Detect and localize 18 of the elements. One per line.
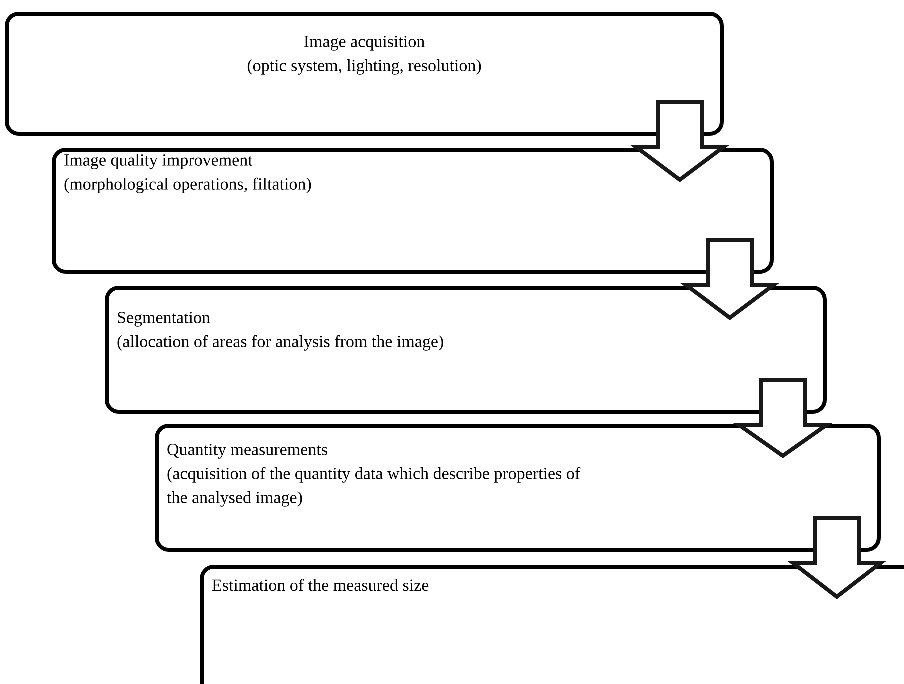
process-box — [52, 148, 774, 274]
step-text: Image acquisition — [304, 36, 425, 51]
process-box — [5, 12, 724, 136]
process-box — [155, 424, 881, 552]
process-box — [105, 286, 827, 414]
step-text: (acquisition of the quantity data which describe properties of the analysed image) — [167, 467, 581, 507]
process-box — [200, 565, 904, 684]
step-text: Estimation of the measured size — [212, 579, 429, 592]
block-arrow — [732, 378, 834, 458]
step-text: (allocation of areas for analysis from the image) — [118, 335, 444, 351]
block-arrow — [787, 516, 887, 600]
block-arrow — [680, 238, 780, 320]
step-text: (optic system, lighting, resolution) — [248, 59, 482, 75]
step-text: Quantity measurements — [168, 444, 328, 459]
step-text: Image quality improvement — [64, 154, 253, 170]
step-text: (morphological operations, filtation) — [64, 178, 312, 194]
step-text: Segmentation — [118, 312, 210, 327]
block-arrow — [630, 100, 730, 182]
